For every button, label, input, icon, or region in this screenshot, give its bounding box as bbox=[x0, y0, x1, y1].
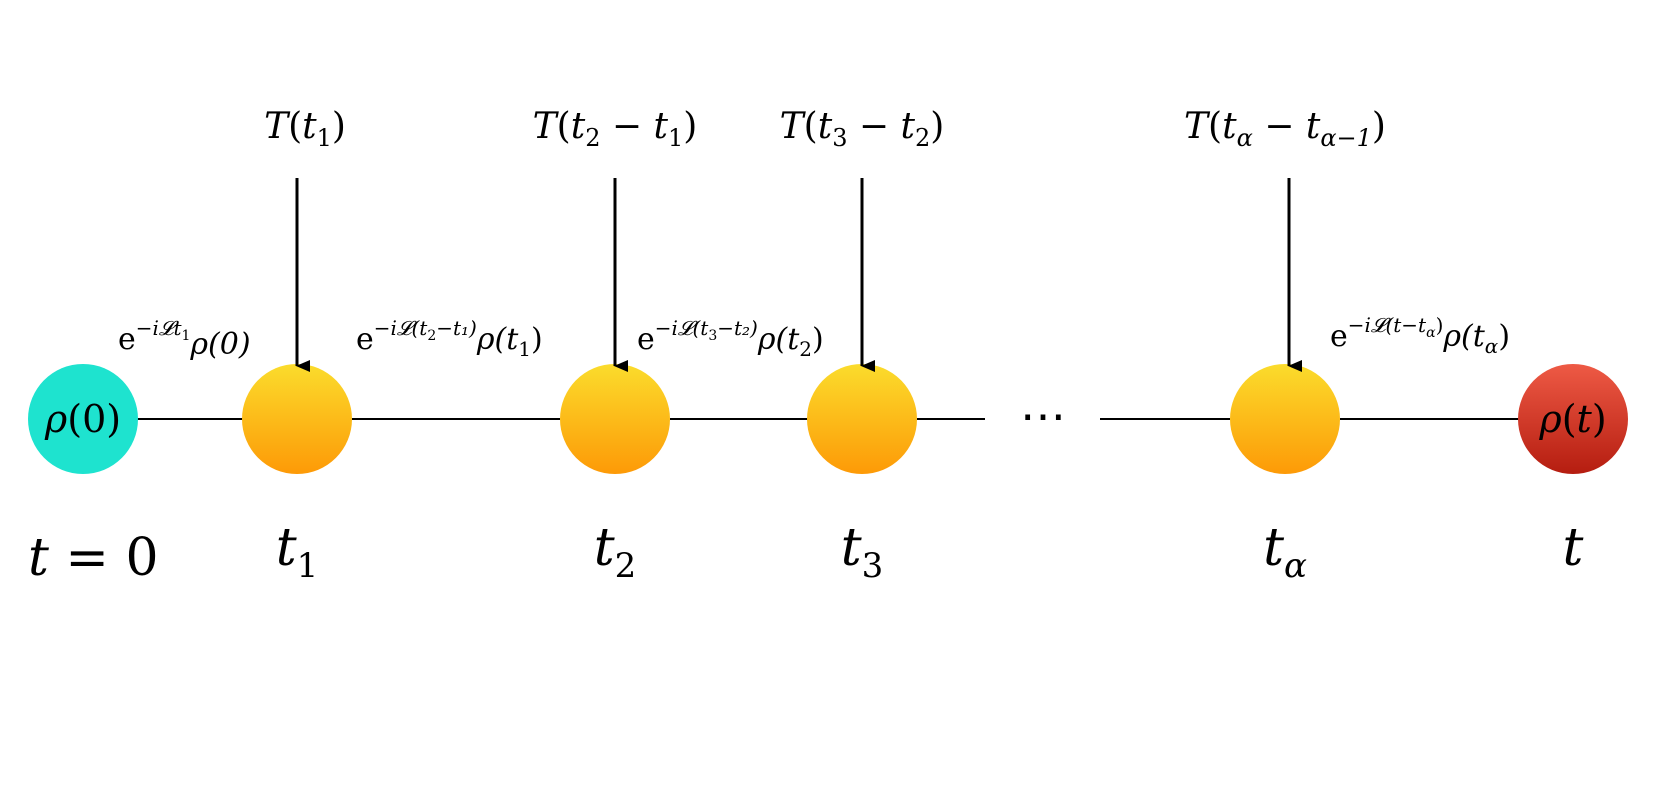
measurement-labels: T(t1) T(t2 − t1) T(t3 − t2) T(tα − tα−1) bbox=[264, 106, 1386, 152]
measurement-label-1: T(t1) bbox=[264, 106, 346, 152]
start-node-label: ρ(0) bbox=[44, 397, 121, 441]
measurement-label-alpha: T(tα − tα−1) bbox=[1184, 106, 1386, 152]
time-label-0: t = 0 bbox=[28, 528, 159, 588]
evolution-label-alpha: e−i𝓛(t−tα)ρ(tα) bbox=[1330, 313, 1510, 358]
time-label-1: t1 bbox=[276, 518, 319, 586]
end-node-label: ρ(t) bbox=[1538, 397, 1606, 441]
time-label-end: t bbox=[1563, 518, 1584, 578]
measurement-label-3: T(t3 − t2) bbox=[780, 106, 945, 152]
evolution-labels: e−i𝓛t1ρ(0) e−i𝓛(t2−t₁)ρ(t1) e−i𝓛(t3−t₂)ρ… bbox=[118, 313, 1510, 362]
measurement-label-2: T(t2 − t1) bbox=[533, 106, 698, 152]
time-label-2: t2 bbox=[594, 518, 637, 586]
evolution-label-3: e−i𝓛(t3−t₂)ρ(t2) bbox=[637, 316, 824, 361]
event-node-1 bbox=[242, 364, 352, 474]
start-node: ρ(0) bbox=[28, 364, 138, 474]
event-node-alpha bbox=[1230, 364, 1340, 474]
time-labels: t = 0 t1 t2 t3 tα t bbox=[28, 518, 1584, 588]
event-node-3 bbox=[807, 364, 917, 474]
time-label-3: t3 bbox=[841, 518, 884, 586]
end-node: ρ(t) bbox=[1518, 364, 1628, 474]
measurement-arrows bbox=[295, 178, 1302, 372]
evolution-label-2: e−i𝓛(t2−t₁)ρ(t1) bbox=[356, 316, 543, 361]
time-label-alpha: tα bbox=[1263, 518, 1307, 586]
ellipsis: ⋯ bbox=[1020, 389, 1066, 443]
event-node-2 bbox=[560, 364, 670, 474]
evolution-label-1: e−i𝓛t1ρ(0) bbox=[118, 316, 251, 362]
